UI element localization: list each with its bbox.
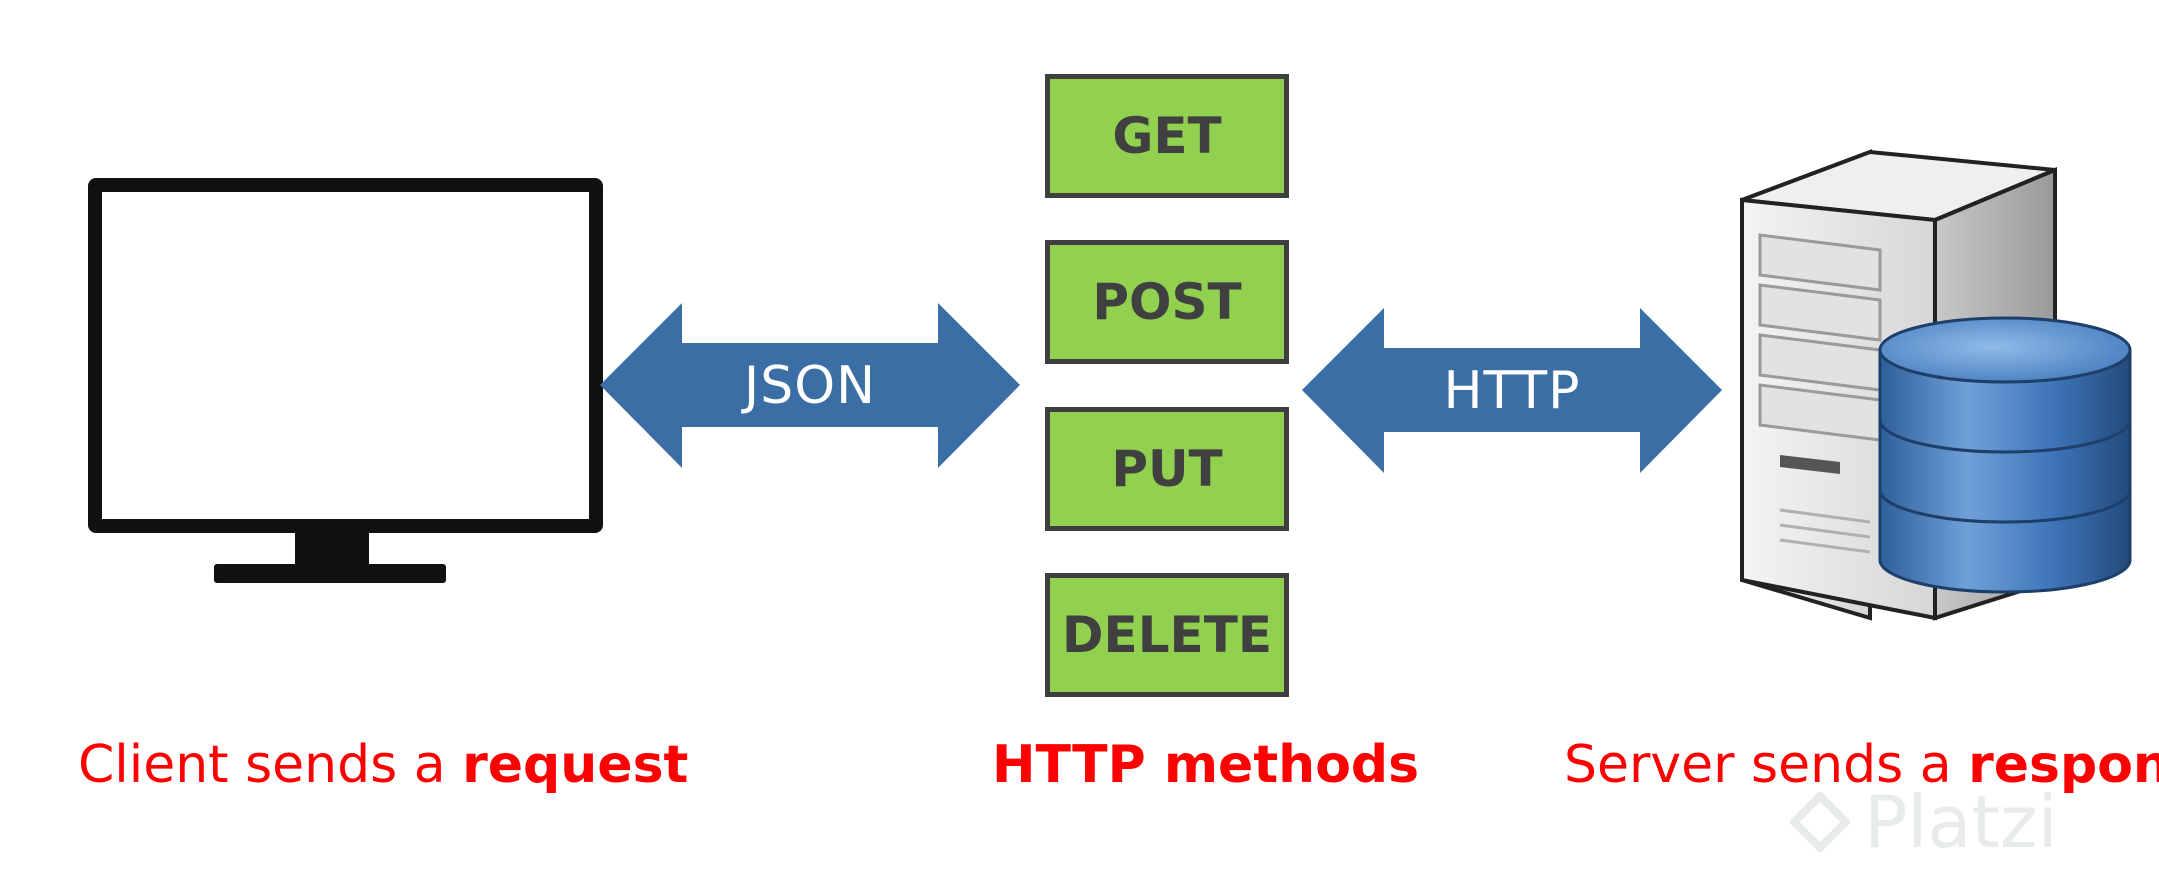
http-arrow-label: HTTP <box>1443 360 1581 421</box>
method-put-box: PUT <box>1045 407 1289 531</box>
server-caption-bold: response <box>1968 735 2159 795</box>
server-caption-prefix: Server sends a <box>1564 735 1969 795</box>
platzi-logo-icon <box>1790 792 1850 852</box>
monitor-base <box>214 564 446 583</box>
platzi-watermark: Platzi <box>1790 780 2058 864</box>
client-caption-prefix: Client sends a <box>78 735 463 795</box>
server-caption: Server sends a response <box>1564 735 2159 795</box>
json-arrow-label: JSON <box>743 355 877 416</box>
method-post-box: POST <box>1045 240 1289 364</box>
method-delete-box: DELETE <box>1045 573 1289 697</box>
client-caption-bold: request <box>462 735 689 795</box>
json-double-arrow: JSON <box>600 303 1020 468</box>
double-arrow-icon <box>1302 308 1722 473</box>
monitor-neck <box>295 519 369 567</box>
server-with-database-icon <box>1720 140 2140 640</box>
client-caption: Client sends a request <box>78 735 688 795</box>
watermark-text: Platzi <box>1864 780 2058 864</box>
method-get-box: GET <box>1045 74 1289 198</box>
http-double-arrow: HTTP <box>1302 308 1722 473</box>
double-arrow-icon <box>600 303 1020 468</box>
monitor-screen <box>88 178 603 533</box>
http-methods-caption: HTTP methods <box>992 735 1420 795</box>
